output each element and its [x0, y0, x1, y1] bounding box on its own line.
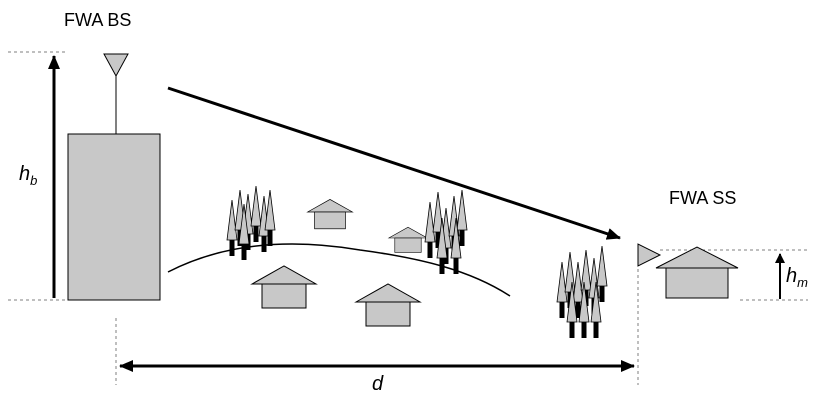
subscriber-antenna-icon	[637, 243, 662, 267]
mobile-height-label: hm	[786, 265, 808, 290]
base-station-antenna-icon	[103, 53, 129, 78]
subscriber-house-icon	[655, 246, 739, 299]
tree-icon	[556, 245, 608, 339]
house-icon	[355, 283, 421, 327]
distance-label: d	[372, 373, 384, 394]
base-station-label: FWA BS	[64, 10, 131, 30]
base-height-label: hb	[19, 163, 37, 188]
base-station-building	[67, 133, 161, 301]
tree-icon	[424, 189, 468, 275]
house-icon	[251, 265, 317, 309]
house-icon	[388, 226, 428, 253]
house-icon	[307, 199, 353, 230]
dashed-guides	[8, 51, 808, 385]
tree-icon	[226, 185, 276, 261]
subscriber-station-label: FWA SS	[669, 188, 736, 208]
terrain-hill	[167, 243, 511, 297]
propagation-path-arrow	[167, 86, 621, 240]
